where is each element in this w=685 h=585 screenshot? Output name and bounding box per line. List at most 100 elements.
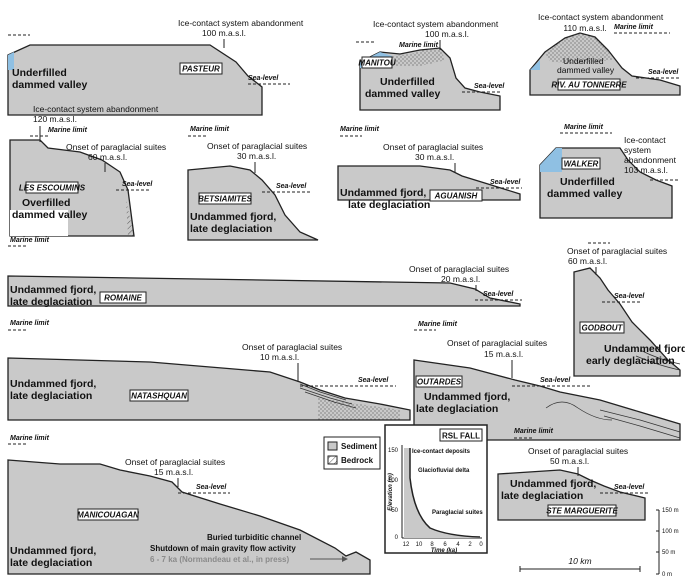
x-tick: 0 <box>479 542 483 548</box>
annotation-line2: 100 m.a.s.l. <box>202 28 246 38</box>
annotation2-line2: 60 m.a.s.l. <box>88 152 127 162</box>
annotation-line2: 30 m.a.s.l. <box>237 151 276 161</box>
annotation-line1: Onset of paraglacial suites <box>447 338 547 348</box>
water-body <box>540 148 562 172</box>
x-axis-label: Time (ka) <box>431 548 457 554</box>
annotation-line2: 120 m.a.s.l. <box>33 114 77 124</box>
panel-name-box <box>77 508 139 521</box>
sediment-profile <box>573 267 681 377</box>
annotation-line1: Onset of paraglacial suites <box>383 142 483 152</box>
panel-name-box <box>579 321 625 334</box>
panel-betsiamites: Marine limit Sea-level Onset of paraglac… <box>187 126 319 241</box>
annotation-line1: Ice-contact system abandonment <box>538 12 664 22</box>
note-line2: Shutdown of main gravity flow activity <box>150 544 296 553</box>
vertical-scale-label: 100 m <box>662 529 679 535</box>
marine-limit-label: Marine limit <box>10 435 50 442</box>
annotation2-line1: Onset of paraglacial suites <box>66 142 166 152</box>
sea-level-label: Sea-level <box>483 291 514 298</box>
vertical-scale-label: 150 m <box>662 508 679 514</box>
annotation-line3: abandonment <box>624 155 677 165</box>
bedrock-patch <box>126 200 134 236</box>
panel-type-line1: Undammed fjord, <box>424 391 510 403</box>
vertical-scale-label: 0 m <box>662 572 672 578</box>
panel-type-line1: Underfilled <box>12 67 67 79</box>
panel-walker: Marine limit Ice-contact system abandonm… <box>539 124 680 219</box>
panel-name: BETSIAMITES <box>198 195 252 204</box>
panel-name-box <box>547 504 617 517</box>
panel-name: LES ESCOUMINS <box>19 184 86 193</box>
panel-name-box <box>429 189 483 202</box>
sea-level-label: Sea-level <box>614 293 645 300</box>
panel-type-line2: dammed valley <box>365 88 440 100</box>
marine-limit-label: Marine limit <box>418 321 458 328</box>
sea-level-label: Sea-level <box>614 484 645 491</box>
note-arrow-head <box>342 556 348 562</box>
panel-riv-au-tonnerre: Marine limit Sea-level Ice-contact syste… <box>529 12 681 96</box>
panel-manicouagan: Marine limit Sea-level Onset of paraglac… <box>7 435 371 575</box>
marine-limit-label: Marine limit <box>340 126 380 133</box>
profile-notch <box>10 210 68 236</box>
buried-lobe <box>545 401 613 421</box>
panel-name: NATASHQUAN <box>131 392 187 401</box>
annotation-line2: 60 m.a.s.l. <box>568 256 607 266</box>
panel-name-box <box>561 157 601 170</box>
panel-type-line2: late deglaciation <box>190 223 272 235</box>
sea-level-label: Sea-level <box>248 75 279 82</box>
panel-type-line1: Undammed fjord, <box>340 187 426 199</box>
panel-type-line2: dammed valley <box>547 188 622 200</box>
panel-name: MANITOU <box>358 59 395 68</box>
marine-limit-label: Marine limit <box>399 42 439 49</box>
legend: Sediment Bedrock <box>323 436 381 470</box>
marine-limit-label: Marine limit <box>190 126 230 133</box>
panel-name: STE MARGUERITE <box>546 507 618 516</box>
panel-romaine: Marine limit Sea-level Onset of paraglac… <box>7 237 522 308</box>
marine-limit-label: Marine limit <box>10 237 50 244</box>
annotation-line2: system <box>624 145 651 155</box>
ice-contact-deposit <box>392 48 446 66</box>
panel-name-box <box>25 181 79 194</box>
y-tick-150: 150 <box>388 448 399 454</box>
stage-glaciofluvial: Glaciofluvial delta <box>418 468 470 474</box>
legend-label-bedrock: Bedrock <box>341 456 374 465</box>
panel-type-line2: dammed valley <box>12 209 87 221</box>
vertical-scale-label: 50 m <box>662 550 675 556</box>
panel-type-line2: late deglaciation <box>348 199 430 211</box>
panel-type-line1: Undammed fjord, <box>10 284 96 296</box>
note-line1: Buried turbiditic channel <box>207 533 301 542</box>
annotation-line1: Ice-contact <box>624 135 666 145</box>
sea-level-label: Sea-level <box>358 377 389 384</box>
panel-name: MANICOUAGAN <box>77 511 139 520</box>
annotation-line1: Onset of paraglacial suites <box>207 141 307 151</box>
sediment-profile <box>7 357 411 421</box>
panel-ste-marguerite: Marine limit Sea-level Onset of paraglac… <box>497 428 648 521</box>
panel-name: AGUANISH <box>434 192 478 201</box>
marine-limit-label: Marine limit <box>564 124 604 131</box>
sea-level-label: Sea-level <box>490 179 521 186</box>
annotation-line2: 50 m.a.s.l. <box>550 456 589 466</box>
panel-type-line2: late deglaciation <box>501 490 583 502</box>
panel-type-line1: Underfilled <box>563 56 604 66</box>
panel-type-line1: Undammed fjord, <box>10 545 96 557</box>
panel-godbout: Sea-level Onset of paraglacial suites 60… <box>567 242 685 377</box>
panel-type-line2: late deglaciation <box>10 296 92 308</box>
marine-limit-label: Marine limit <box>10 320 50 327</box>
panel-les-escoumins: Marine limit Sea-level Ice-contact syste… <box>9 104 166 237</box>
sea-level-label: Sea-level <box>474 83 505 90</box>
panel-name: WALKER <box>564 160 599 169</box>
annotation-line2: 110 m.a.s.l. <box>563 23 606 33</box>
rsl-curve <box>409 448 481 538</box>
panel-type-line1: Undammed fjord, <box>510 478 596 490</box>
panel-natashquan: Marine limit Sea-level Onset of paraglac… <box>7 320 411 421</box>
panel-type-line1: Undammed fjord, <box>190 211 276 223</box>
panel-name: ROMAINE <box>104 294 142 303</box>
annotation-line1: Onset of paraglacial suites <box>242 342 342 352</box>
panel-name: RIV. AU TONNERRE <box>551 81 627 90</box>
panel-type-line1: Underfilled <box>380 76 435 88</box>
scale-bars: 150 m 100 m 50 m 0 m 10 km <box>519 508 679 578</box>
sea-level-label: Sea-level <box>540 377 571 384</box>
annotation-line1: Ice-contact system abandonment <box>373 19 499 29</box>
panel-name-box <box>179 62 223 75</box>
panel-type-line2: late deglaciation <box>10 390 92 402</box>
